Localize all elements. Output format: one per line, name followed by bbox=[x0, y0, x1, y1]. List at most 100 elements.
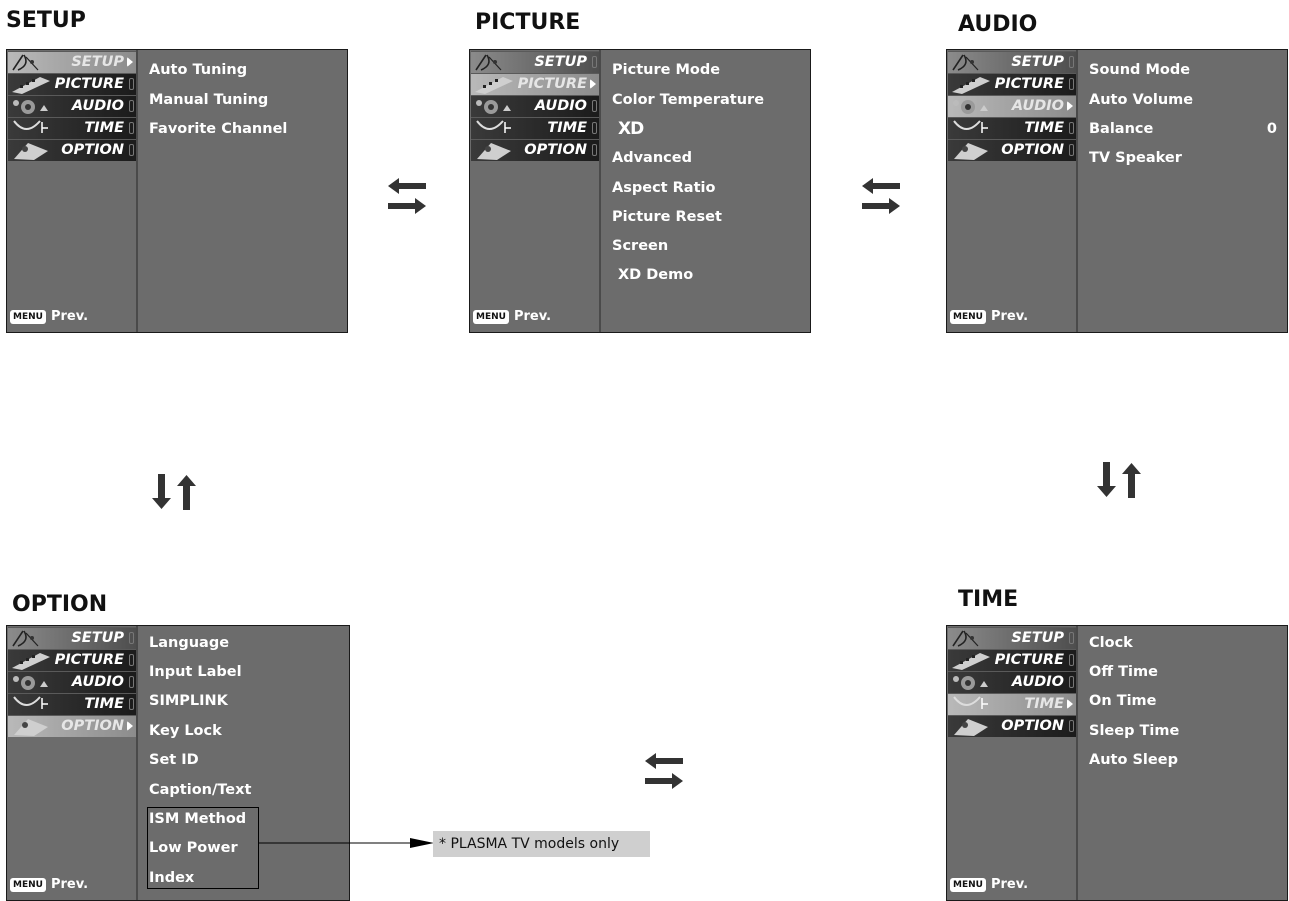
tab-label: OPTION bbox=[1001, 718, 1064, 734]
film-strip-icon bbox=[12, 653, 50, 670]
film-strip-icon bbox=[952, 77, 990, 94]
tab-option[interactable]: OPTION bbox=[8, 715, 136, 737]
tab-audio[interactable]: AUDIO bbox=[471, 95, 599, 117]
option-disc-icon bbox=[477, 143, 511, 160]
menu-item-aspect-ratio[interactable]: Aspect Ratio bbox=[612, 180, 716, 196]
tab-picture[interactable]: PICTURE bbox=[8, 73, 136, 95]
tab-time[interactable]: TIME bbox=[471, 117, 599, 139]
horizontal-swap-arrows-icon bbox=[645, 751, 685, 791]
tab-label: OPTION bbox=[61, 142, 124, 158]
menu-item-auto-tuning[interactable]: Auto Tuning bbox=[149, 62, 248, 78]
speaker-icon bbox=[476, 100, 511, 114]
menu-key-icon: MENU bbox=[950, 878, 986, 892]
tab-setup[interactable]: SETUP bbox=[948, 627, 1076, 649]
tab-marker-icon bbox=[129, 144, 134, 156]
prev-label: Prev. bbox=[50, 877, 89, 892]
menu-item-set-id[interactable]: Set ID bbox=[149, 752, 199, 768]
film-strip-icon bbox=[12, 77, 50, 94]
menu-item-low-power[interactable]: Low Power bbox=[149, 840, 238, 856]
menu-item-input-label[interactable]: Input Label bbox=[149, 664, 242, 680]
menu-item-manual-tuning[interactable]: Manual Tuning bbox=[149, 92, 269, 108]
clock-icon bbox=[476, 120, 511, 133]
tab-time[interactable]: TIME bbox=[8, 693, 136, 715]
tab-setup[interactable]: SETUP bbox=[948, 51, 1076, 73]
setup-title: SETUP bbox=[6, 8, 86, 33]
prev-label: Prev. bbox=[513, 309, 552, 324]
tab-option[interactable]: OPTION bbox=[948, 139, 1076, 161]
menu-item-clock[interactable]: Clock bbox=[1089, 635, 1133, 651]
tab-label: TIME bbox=[84, 696, 124, 712]
option-title: OPTION bbox=[12, 592, 108, 617]
tab-setup[interactable]: SETUP bbox=[471, 51, 599, 73]
tab-marker-icon bbox=[129, 100, 134, 112]
speaker-icon bbox=[13, 100, 48, 114]
tab-setup[interactable]: SETUP bbox=[8, 51, 136, 73]
tab-label: SETUP bbox=[71, 630, 124, 646]
tab-label: PICTURE bbox=[994, 652, 1064, 668]
plasma-only-bracket bbox=[147, 807, 259, 889]
menu-item-picture-mode[interactable]: Picture Mode bbox=[612, 62, 721, 78]
speaker-icon bbox=[13, 676, 48, 690]
menu-item-screen[interactable]: Screen bbox=[612, 238, 669, 254]
tab-label: PICTURE bbox=[994, 76, 1064, 92]
tab-label: AUDIO bbox=[534, 98, 587, 114]
menu-item-simplink[interactable]: SIMPLINK bbox=[149, 693, 228, 709]
menu-item-ism-method[interactable]: ISM Method bbox=[149, 811, 247, 827]
menu-item-index[interactable]: Index bbox=[149, 870, 195, 886]
tab-marker-icon bbox=[592, 122, 597, 134]
menu-item-auto-sleep[interactable]: Auto Sleep bbox=[1089, 752, 1178, 768]
tab-option[interactable]: OPTION bbox=[8, 139, 136, 161]
tab-picture[interactable]: PICTURE bbox=[948, 73, 1076, 95]
menu-item-key-lock[interactable]: Key Lock bbox=[149, 723, 222, 739]
clock-icon bbox=[953, 696, 988, 709]
menu-item-tv-speaker[interactable]: TV Speaker bbox=[1089, 150, 1182, 166]
menu-key-icon: MENU bbox=[950, 310, 986, 324]
tab-audio[interactable]: AUDIO bbox=[8, 95, 136, 117]
menu-item-auto-volume[interactable]: Auto Volume bbox=[1089, 92, 1194, 108]
vertical-swap-arrows-icon bbox=[1097, 462, 1141, 498]
clock-icon bbox=[13, 120, 48, 133]
menu-item-xd[interactable]: XD bbox=[618, 119, 644, 139]
tab-marker-icon bbox=[129, 654, 134, 666]
tab-label: OPTION bbox=[1001, 142, 1064, 158]
satellite-dish-icon bbox=[952, 630, 979, 647]
prev-label: Prev. bbox=[50, 309, 89, 324]
menu-item-color-temperature[interactable]: Color Temperature bbox=[612, 92, 765, 108]
audio-title: AUDIO bbox=[958, 12, 1038, 37]
tab-audio[interactable]: AUDIO bbox=[948, 95, 1076, 117]
menu-item-sleep-time[interactable]: Sleep Time bbox=[1089, 723, 1180, 739]
horizontal-swap-arrows-icon bbox=[388, 176, 428, 216]
menu-item-xd-demo[interactable]: XD Demo bbox=[618, 267, 694, 283]
tab-marker-icon bbox=[129, 122, 134, 134]
menu-item-advanced[interactable]: Advanced bbox=[612, 150, 692, 166]
menu-item-language[interactable]: Language bbox=[149, 635, 230, 651]
menu-item-on-time[interactable]: On Time bbox=[1089, 693, 1157, 709]
tab-picture[interactable]: PICTURE bbox=[8, 649, 136, 671]
tab-audio[interactable]: AUDIO bbox=[948, 671, 1076, 693]
menu-item-picture-reset[interactable]: Picture Reset bbox=[612, 209, 722, 225]
tab-marker-icon bbox=[1069, 122, 1074, 134]
tab-marker-icon bbox=[129, 78, 134, 90]
tab-option[interactable]: OPTION bbox=[471, 139, 599, 161]
tab-audio[interactable]: AUDIO bbox=[8, 671, 136, 693]
satellite-dish-icon bbox=[12, 54, 39, 71]
tab-picture[interactable]: PICTURE bbox=[948, 649, 1076, 671]
tab-picture[interactable]: PICTURE bbox=[471, 73, 599, 95]
plasma-only-note: * PLASMA TV models only bbox=[433, 831, 650, 857]
menu-item-caption-text[interactable]: Caption/Text bbox=[149, 782, 252, 798]
tab-label: SETUP bbox=[1011, 630, 1064, 646]
tab-time[interactable]: TIME bbox=[8, 117, 136, 139]
tab-marker-icon bbox=[1069, 654, 1074, 666]
menu-item-off-time[interactable]: Off Time bbox=[1089, 664, 1158, 680]
menu-item-sound-mode[interactable]: Sound Mode bbox=[1089, 62, 1191, 78]
menu-item-favorite-channel[interactable]: Favorite Channel bbox=[149, 121, 288, 137]
tab-option[interactable]: OPTION bbox=[948, 715, 1076, 737]
tab-time[interactable]: TIME bbox=[948, 117, 1076, 139]
time-title: TIME bbox=[958, 587, 1019, 612]
tab-time[interactable]: TIME bbox=[948, 693, 1076, 715]
tab-setup[interactable]: SETUP bbox=[8, 627, 136, 649]
